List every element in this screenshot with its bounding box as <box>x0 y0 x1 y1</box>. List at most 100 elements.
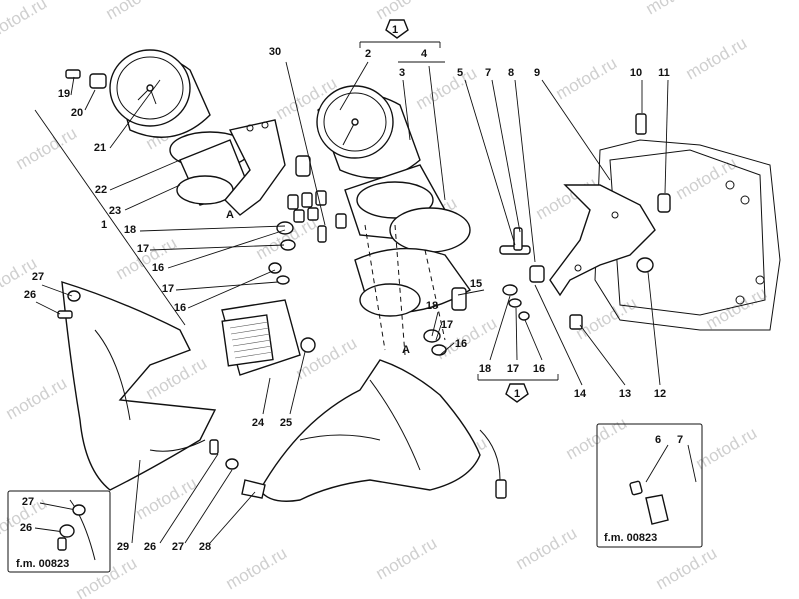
callout-label: 27 <box>172 541 184 553</box>
watermark-text: motod.ru <box>513 523 581 573</box>
watermark-text: motod.ru <box>113 233 181 283</box>
watermark-text: motod.ru <box>73 553 141 599</box>
callout-label: A <box>402 344 410 356</box>
leader-line <box>70 76 75 96</box>
watermark-text: motod.ru <box>103 0 171 23</box>
callout-label: 17 <box>441 319 453 331</box>
callout-label: A <box>226 209 234 221</box>
leader-lines <box>34 61 697 544</box>
leader-line <box>457 289 485 296</box>
callout-label: 26 <box>144 541 156 553</box>
callout-label: 23 <box>109 205 121 217</box>
callout-label: 26 <box>24 289 36 301</box>
callout-label: 29 <box>117 541 129 553</box>
leader-line <box>175 281 279 291</box>
leader-line <box>647 271 661 386</box>
leader-line <box>402 79 411 141</box>
watermark-text: motod.ru <box>693 423 761 473</box>
knob-20 <box>89 73 107 89</box>
callout-label: 22 <box>95 184 107 196</box>
leader-line <box>124 184 181 211</box>
leader-line <box>645 444 669 483</box>
callout-label: 15 <box>470 278 482 290</box>
fastener-stack-left <box>268 221 296 285</box>
group-brace-bottom <box>477 374 559 403</box>
leader-line <box>187 269 276 309</box>
callout-label: 7 <box>677 434 683 446</box>
callout-label: 16 <box>152 262 164 274</box>
leader-line <box>131 459 141 544</box>
callout-label: 13 <box>619 388 631 400</box>
callout-label: 20 <box>71 107 83 119</box>
group-marker-top <box>385 19 409 39</box>
callout-label: 1 <box>514 388 520 400</box>
leader-line <box>491 79 521 233</box>
fairing-left <box>61 281 217 491</box>
leader-line <box>149 244 285 251</box>
callout-label: 27 <box>32 271 44 283</box>
leader-line <box>184 469 233 544</box>
speedo-cable <box>479 429 501 481</box>
leader-line <box>167 229 286 269</box>
callout-label: 9 <box>534 67 540 79</box>
leader-line <box>339 61 369 111</box>
leader-line <box>524 319 543 361</box>
watermark-text: motod.ru <box>133 473 201 523</box>
figure-code: f.m. 00823 <box>16 558 69 570</box>
leader-line <box>541 79 611 181</box>
reference-line-1 <box>34 109 186 326</box>
callout-label: 6 <box>655 434 661 446</box>
leader-line <box>514 79 536 263</box>
callout-label: 5 <box>457 67 463 79</box>
callout-label: 16 <box>533 363 545 375</box>
fairing-center <box>241 359 481 502</box>
callout-label: 2 <box>365 48 371 60</box>
leader-line <box>39 502 77 511</box>
callout-label: 16 <box>455 338 467 350</box>
warning-light-cluster <box>221 299 316 376</box>
watermark-text: motod.ru <box>553 53 621 103</box>
inset-right <box>596 423 703 548</box>
callout-label: 27 <box>22 496 34 508</box>
callout-label: 11 <box>658 67 670 79</box>
callout-label: 18 <box>426 300 438 312</box>
group-brace-top <box>359 19 445 63</box>
callout-label: 21 <box>94 142 106 154</box>
group-marker-bottom <box>505 383 529 403</box>
figure-code: f.m. 00823 <box>604 532 657 544</box>
sensor-11 <box>657 193 671 213</box>
watermark-text: motod.ru <box>223 0 291 3</box>
leader-line <box>431 311 439 337</box>
watermark-text: motod.ru <box>643 0 711 18</box>
callout-label: 1 <box>392 24 398 36</box>
callout-label: 8 <box>508 67 514 79</box>
leader-line <box>289 351 306 415</box>
watermark-text: motod.ru <box>3 373 71 423</box>
callout-label: 18 <box>479 363 491 375</box>
leader-line <box>41 284 73 297</box>
leader-line <box>439 342 455 356</box>
watermark-text: motod.ru <box>673 153 741 203</box>
leader-line <box>35 301 61 315</box>
leader-line <box>464 79 516 246</box>
sensor-10 <box>635 113 647 135</box>
callout-label: 14 <box>574 388 587 400</box>
leader-line <box>139 225 286 232</box>
fairing-screws <box>57 290 239 470</box>
leader-line <box>435 324 442 341</box>
screw-19 <box>65 69 81 79</box>
watermark-text: motod.ru <box>413 63 481 113</box>
callout-label: 26 <box>20 522 32 534</box>
callout-label: 30 <box>269 46 281 58</box>
watermark-text: motod.ru <box>703 283 771 333</box>
leader-line <box>428 65 446 201</box>
connector-cluster <box>287 155 347 243</box>
watermark-text: motod.ru <box>563 413 631 463</box>
right-bracket-assembly <box>499 113 781 331</box>
callout-label: 28 <box>199 541 211 553</box>
leader-line <box>515 307 518 361</box>
leader-line <box>489 295 511 361</box>
callout-label: 17 <box>162 283 174 295</box>
leader-line <box>687 444 697 483</box>
